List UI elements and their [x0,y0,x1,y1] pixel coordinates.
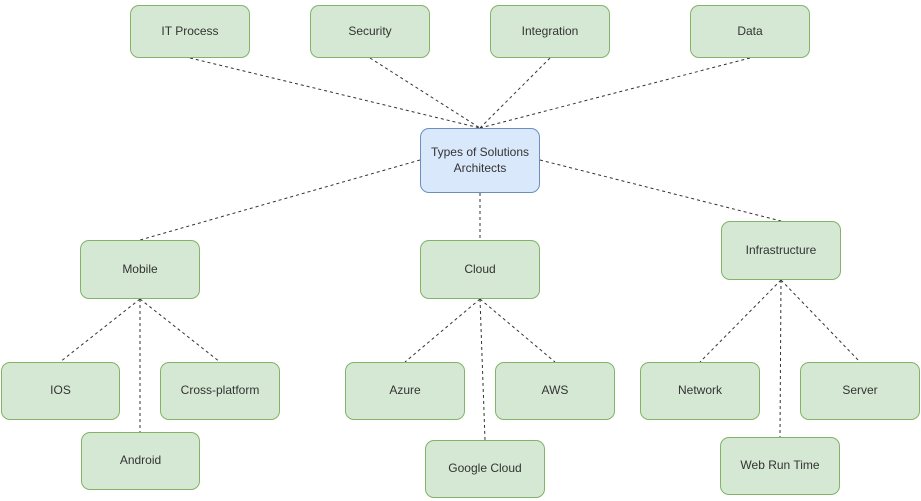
edge-infrastructure-web-run-time [779,279,782,438]
node-root-label: Types of Solutions Architects [430,144,530,175]
node-server[interactable]: Server [800,362,920,420]
node-android[interactable]: Android [81,432,200,490]
node-it-process[interactable]: IT Process [130,5,250,58]
edge-cloud-google-cloud [479,298,486,441]
node-network[interactable]: Network [640,362,760,420]
node-web-run-time[interactable]: Web Run Time [720,437,840,495]
node-it-process-label: IT Process [161,23,219,38]
node-data[interactable]: Data [690,5,810,58]
node-integration-label: Integration [521,23,579,38]
node-security-label: Security [348,23,392,38]
node-cloud[interactable]: Cloud [420,240,540,299]
node-google-cloud-label: Google Cloud [448,461,522,476]
node-ios[interactable]: IOS [1,362,120,420]
edge-data-root [479,57,751,129]
node-azure-label: Azure [389,383,421,398]
edge-infrastructure-network [699,279,782,363]
node-infrastructure-label: Infrastructure [745,242,817,257]
node-azure[interactable]: Azure [345,362,465,420]
node-cloud-label: Cloud [464,261,496,276]
edge-security-root [369,57,481,129]
node-mobile-label: Mobile [122,261,158,276]
node-types-of-solutions-architects[interactable]: Types of Solutions Architects [420,128,540,193]
node-integration[interactable]: Integration [490,5,610,58]
node-mobile[interactable]: Mobile [80,240,200,299]
edge-root-infrastructure [539,159,782,222]
edge-infrastructure-server [780,279,861,363]
edge-cloud-azure [404,298,481,363]
edge-mobile-cross-platform [139,298,221,363]
node-cross-platform[interactable]: Cross-platform [160,362,280,420]
node-network-label: Network [677,383,722,398]
edge-integration-root [479,57,551,129]
node-web-run-time-label: Web Run Time [740,458,820,473]
node-infrastructure[interactable]: Infrastructure [721,221,841,280]
node-ios-label: IOS [50,383,71,398]
node-aws[interactable]: AWS [495,362,615,420]
node-cross-platform-label: Cross-platform [180,383,260,398]
edge-cloud-aws [479,298,556,363]
edge-mobile-ios [59,298,141,363]
node-data-label: Data [737,23,763,38]
node-android-label: Android [119,453,162,468]
node-google-cloud[interactable]: Google Cloud [425,440,545,498]
node-security[interactable]: Security [310,5,430,58]
edge-it-process-root [189,57,481,129]
node-server-label: Server [842,383,878,398]
node-aws-label: AWS [541,383,569,398]
edge-root-mobile [139,159,421,241]
